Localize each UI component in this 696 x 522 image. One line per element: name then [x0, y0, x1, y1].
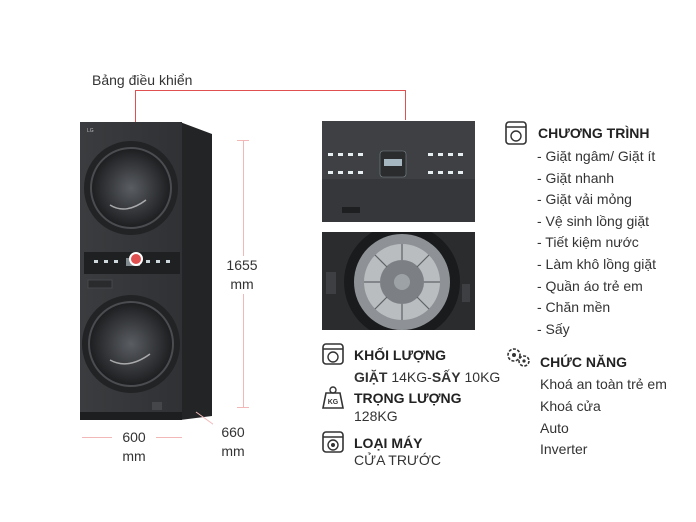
- washing-machine-icon: [322, 431, 344, 453]
- lg-logo: LG: [87, 128, 94, 134]
- program-item: - Sấy: [537, 321, 570, 337]
- feature-item: Inverter: [540, 441, 588, 457]
- weight-value: 128KG: [354, 408, 398, 424]
- control-panel-marker: [129, 252, 143, 266]
- depth-dimension-label: 660 mm: [213, 423, 253, 461]
- capacity-dry-label: SẤY: [431, 369, 461, 385]
- programs-washing-machine-icon: [505, 121, 527, 145]
- program-item: - Làm khô lồng giặt: [537, 256, 657, 272]
- depth-unit: mm: [221, 443, 245, 459]
- height-dimension-tick-bottom: [237, 407, 249, 408]
- program-item: - Giặt vải mỏng: [537, 191, 632, 207]
- capacity-title: KHỐI LƯỢNG: [354, 347, 446, 363]
- height-dimension-label: 1655 mm: [222, 256, 262, 294]
- control-panel-label: Bảng điều khiển: [92, 72, 193, 88]
- program-item: - Vệ sinh lồng giặt: [537, 213, 650, 229]
- program-item: - Chăn mền: [537, 299, 611, 315]
- callout-line-vertical-right: [405, 90, 406, 120]
- width-unit: mm: [122, 448, 146, 464]
- capacity-value: GIẶT 14KG-SẤY 10KG: [354, 369, 500, 385]
- feature-item: Auto: [540, 420, 569, 436]
- program-item: - Tiết kiệm nước: [537, 234, 639, 250]
- program-item: - Giặt ngâm/ Giặt ít: [537, 148, 656, 164]
- control-panel-photo: [322, 121, 475, 222]
- type-value: CỬA TRƯỚC: [354, 452, 442, 468]
- weight-kg-icon: KG: [322, 386, 344, 409]
- svg-text:KG: KG: [328, 399, 339, 406]
- width-value: 600: [122, 429, 146, 445]
- program-item: - Quần áo trẻ em: [537, 278, 643, 294]
- height-dimension-tick-top: [237, 140, 249, 141]
- program-item: - Giặt nhanh: [537, 170, 615, 186]
- weight-title: TRỌNG LƯỢNG: [354, 390, 462, 406]
- height-value: 1655: [226, 257, 258, 273]
- drum-interior-photo: [322, 232, 475, 330]
- programs-title: CHƯƠNG TRÌNH: [538, 125, 650, 141]
- width-dimension-label: 600 mm: [112, 428, 156, 466]
- washer-dryer-tower: [80, 122, 212, 420]
- feature-item: Khoá cửa: [540, 398, 601, 414]
- type-title: LOẠI MÁY: [354, 435, 423, 451]
- feature-item: Khoá an toàn trẻ em: [540, 376, 667, 392]
- capacity-wash-value: 14KG-: [387, 369, 432, 385]
- depth-value: 660: [221, 424, 245, 440]
- height-unit: mm: [230, 276, 254, 292]
- capacity-dry-value: 10KG: [460, 369, 501, 385]
- callout-line-horizontal: [135, 90, 406, 91]
- washer-weight-icon: [322, 343, 344, 365]
- features-title: CHỨC NĂNG: [540, 354, 628, 370]
- settings-gears-icon: [507, 348, 530, 367]
- capacity-wash-label: GIẶT: [354, 369, 388, 385]
